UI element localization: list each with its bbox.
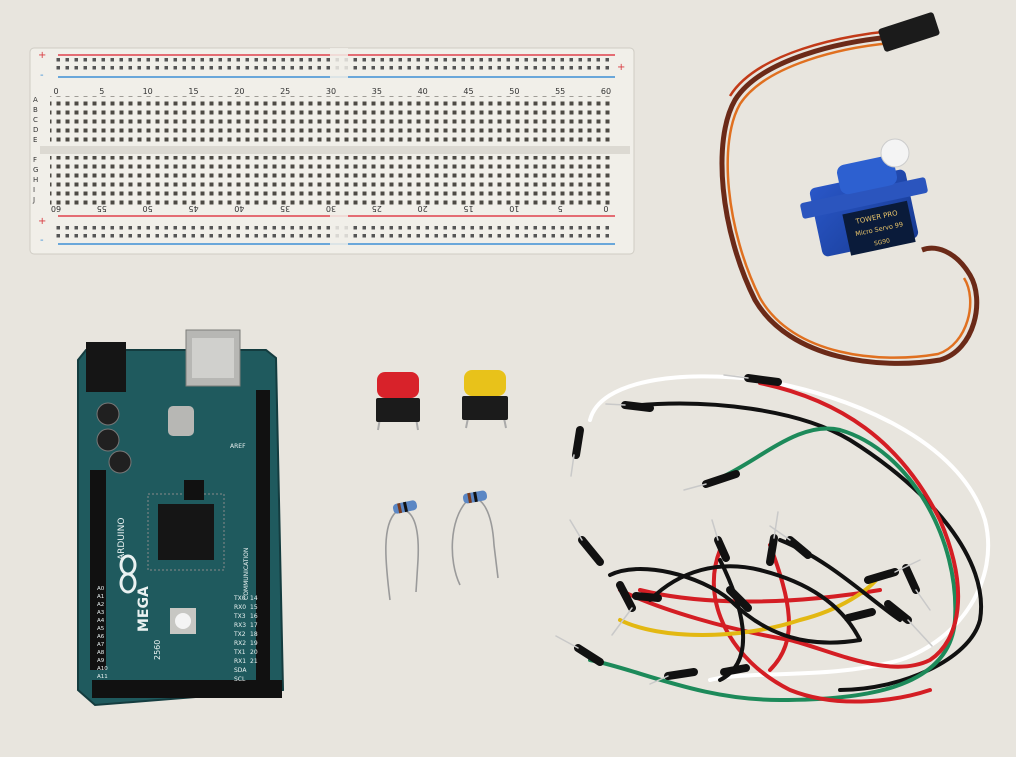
pin-number: 16 [250,613,258,620]
column-number: 30 [326,204,336,213]
servo-motor: TOWER PRO Micro Servo 99 SG90 [719,12,980,366]
arduino-logo [119,554,137,594]
pin-number: 17 [250,622,258,629]
column-number: 15 [463,204,473,213]
servo-code-label: SG90 [873,237,890,247]
row-letters-bottom: F G H I J [32,156,38,204]
analog-pin-label: A1 [97,594,104,600]
column-number: 35 [280,204,290,213]
pin-number: 20 [250,649,258,656]
rail-minus-top-left: - [40,70,44,81]
row-letter: C [33,116,38,124]
column-number: 0 [53,87,58,96]
column-number: 50 [509,87,519,96]
communication-label: COMMUNICATION [243,548,250,600]
column-number: 60 [51,204,61,213]
column-number: 20 [418,204,428,213]
row-letter: J [32,196,35,204]
pin-label: TX3 [233,613,246,620]
pin-number: 21 [250,658,258,665]
column-number: 5 [558,204,563,213]
jumper-wires [555,374,991,704]
pin-label: TX0 [233,595,246,602]
analog-pin-label: A9 [97,658,105,664]
analog-pin-label: A7 [97,642,105,648]
analog-pin-label: A2 [97,602,104,608]
push-button-red [376,372,420,431]
column-number: 0 [603,204,608,213]
row-letter: I [33,186,35,194]
analog-pin-label: A11 [97,674,108,680]
column-number: 30 [326,87,336,96]
pin-label: RX1 [234,658,246,665]
row-letters-top: A B C D E [33,96,38,144]
row-letter: F [33,156,37,164]
column-number: 25 [372,204,382,213]
resistor-2 [451,490,499,586]
pin-number: 14 [250,595,258,602]
row-letter: B [33,106,38,114]
pin-label: TX2 [233,631,246,638]
pin-label: SDA [234,667,247,674]
microcontroller-chip [158,504,214,560]
pin-number: 15 [250,604,258,611]
column-number: 15 [188,87,198,96]
analog-pin-label: A5 [97,626,105,632]
analog-pin-label: A3 [97,610,105,616]
rail-plus-top-right: + [617,62,625,73]
pin-label: RX0 [234,604,246,611]
column-number: 50 [143,204,153,213]
row-letter: D [33,126,38,134]
column-number: 60 [601,87,611,96]
row-letter: H [33,176,38,184]
column-number: 40 [418,87,428,96]
analog-pin-label: A4 [97,618,105,624]
arduino-mega-board: ARDUINO MEGA 2560 AREF COMMUNICATION TX0… [77,329,285,707]
row-letter: G [33,166,38,174]
column-number: 35 [372,87,382,96]
column-numbers-top: 0 5 10 15 20 25 30 35 40 45 50 55 60 [53,87,611,96]
column-number: 5 [99,87,104,96]
column-number: 25 [280,87,290,96]
analog-pin-label: A10 [97,666,108,672]
analog-pin-label: A8 [97,650,105,656]
column-number: 10 [509,204,519,213]
breadboard: + - + - + A B C D E F G H I J 0 5 10 15 20 25… [29,47,635,255]
pin-label: SCL [234,676,246,683]
column-number: 20 [234,87,244,96]
column-number: 45 [463,87,473,96]
row-letter: E [33,136,37,144]
resistor-1 [385,500,420,601]
arduino-model-label: MEGA [136,586,152,632]
column-number: 10 [143,87,153,96]
power-jack [86,342,126,392]
push-button-yellow [462,370,508,429]
rail-minus-bottom-left: - [40,235,44,246]
row-letter: A [33,96,38,104]
pin-number: 18 [250,631,258,638]
pin-label: RX3 [234,622,246,629]
rail-plus-bottom-left: + [38,216,46,227]
analog-pin-label: A6 [97,634,105,640]
arduino-year-label: 2560 [153,640,162,660]
pin-label: TX1 [233,649,246,656]
column-number: 40 [234,204,244,213]
pin-number: 19 [250,640,258,647]
rail-plus-top-left: + [38,50,46,61]
column-number: 45 [188,204,198,213]
aref-label: AREF [230,443,246,450]
pin-label: RX2 [234,640,246,647]
arduino-brand-label: ARDUINO [117,518,127,560]
column-number: 55 [555,87,565,96]
column-number: 55 [97,204,107,213]
analog-pin-label: A0 [97,586,105,592]
